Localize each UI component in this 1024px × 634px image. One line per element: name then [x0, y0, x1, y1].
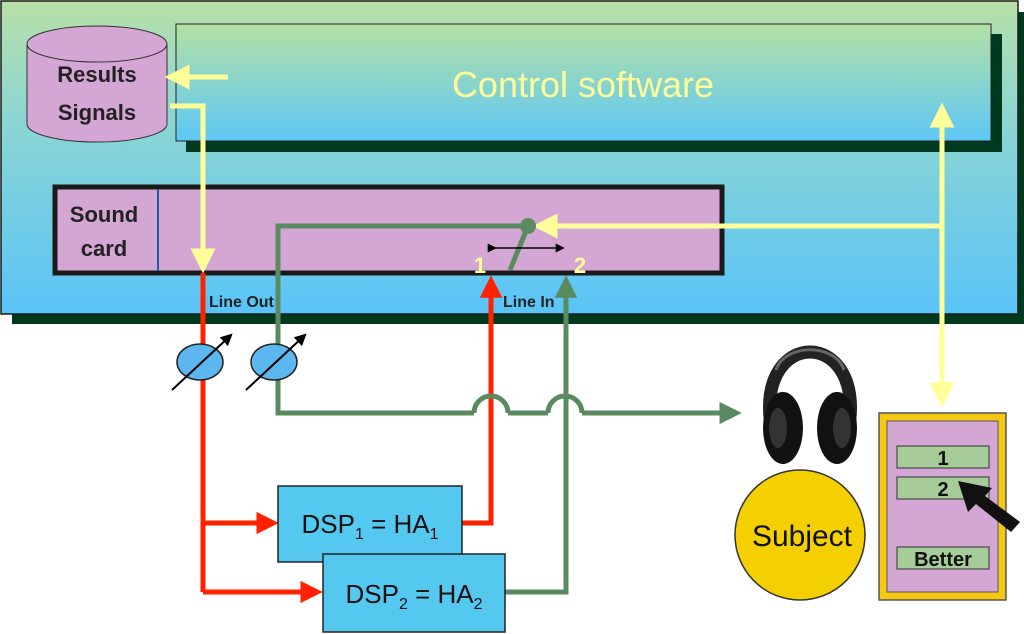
headphones-icon — [763, 345, 857, 464]
response-option-2-label: 2 — [937, 479, 948, 501]
dsp2-label: DSP2 = HA2 — [345, 579, 482, 613]
dsp1-box: DSP1 = HA1 — [277, 485, 463, 563]
attenuator-2 — [245, 333, 307, 391]
subject-circle: Subject — [734, 469, 866, 601]
better-button-label: Better — [914, 549, 972, 571]
sound-card-label-line2: card — [81, 236, 127, 261]
response-option-1-button[interactable]: 1 — [896, 445, 990, 470]
storage-label-results: Results — [57, 62, 136, 87]
arrow-signals-to-soundcard — [170, 103, 216, 274]
signal-path-green — [275, 223, 742, 595]
sound-card: Sound card — [52, 184, 725, 276]
attenuator-1 — [171, 333, 233, 391]
response-option-1-label: 1 — [937, 448, 948, 470]
storage-cylinder: Results Signals — [26, 25, 168, 143]
dsp2-box: DSP2 = HA2 — [322, 553, 506, 633]
subject-label: Subject — [752, 520, 853, 553]
control-software-title: Control software — [452, 64, 714, 105]
better-button[interactable]: Better — [896, 546, 990, 571]
control-software-box: Control software — [175, 23, 1002, 152]
line-out-label: Line Out — [209, 294, 275, 311]
input-switch: 1 2 — [474, 218, 586, 278]
switch-position-2: 2 — [574, 253, 586, 278]
dsp1-label: DSP1 = HA1 — [301, 509, 438, 543]
cursor-arrow-icon — [958, 481, 1020, 532]
switch-position-1: 1 — [474, 253, 486, 278]
signal-path-red — [200, 273, 503, 604]
control-arrows — [164, 64, 955, 408]
sound-card-label-line1: Sound — [70, 202, 138, 227]
line-in-label: Line In — [503, 294, 555, 311]
storage-label-signals: Signals — [58, 100, 136, 125]
